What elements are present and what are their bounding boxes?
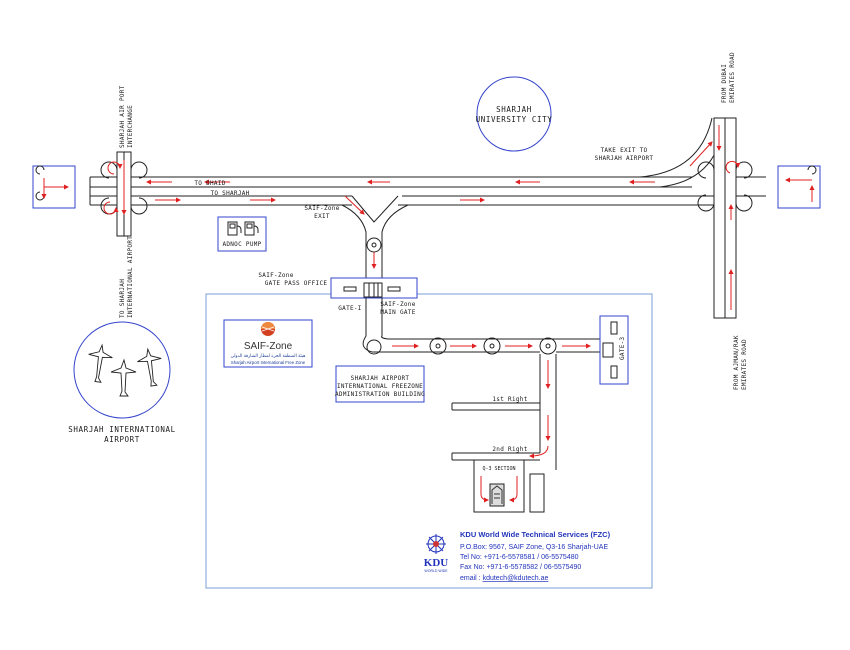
gate1-label: GATE-I	[338, 305, 362, 312]
gate-3	[599, 315, 629, 385]
adnoc-pump: ADNOC PUMP	[217, 216, 267, 252]
main-gate	[330, 277, 418, 299]
first-right-label: 1st Right	[492, 396, 527, 403]
interchange-label-2: INTERCHANGE	[127, 105, 134, 148]
roundabout-icon	[371, 242, 377, 248]
to-dhaid-label: TO DHAID	[194, 180, 225, 187]
gate3-label: GATE-3	[619, 336, 626, 360]
freezone-boundary	[205, 293, 653, 589]
gate-pass-label-1: SAIF-Zone	[258, 272, 293, 279]
to-airport-label-1: TO SHARJAH	[119, 279, 126, 318]
saif-logo-icon	[261, 322, 275, 336]
airport-label-1: SHARJAH INTERNATIONAL	[68, 425, 175, 434]
kdu-tel: Tel No: +971-6-5578581 / 06-5575480	[460, 554, 579, 561]
compass-rose-icon	[32, 165, 76, 209]
interchange-label-1: SHARJAH AIR PORT	[119, 85, 126, 148]
saif-exit-label-2: EXIT	[314, 213, 330, 220]
q3-section	[473, 459, 545, 513]
from-dubai-label-1: FROM DUBAI	[721, 64, 728, 103]
compass-rose-icon-east	[777, 165, 821, 209]
admin-building	[335, 365, 425, 403]
kdu-fax: Fax No: +971-6-5578582 / 06-5575490	[460, 564, 581, 571]
admin-label-2: INTERNATIONAL FREEZONE	[337, 383, 423, 390]
from-ajman-label-1: FROM AJMAN/RAK	[733, 335, 740, 390]
kdu-email-label: email :	[460, 575, 483, 582]
admin-label-1: SHARJAH AIRPORT	[351, 375, 410, 382]
take-exit-label-2: SHARJAH AIRPORT	[595, 155, 654, 162]
q3-section-label: Q-3 SECTION	[482, 466, 515, 472]
kdu-company: KDU World Wide Technical Services (FZC)	[460, 530, 611, 539]
kdu-logo-text: KDU	[424, 557, 449, 569]
to-airport-label-2: INTERNATIONAL AIRPORT	[127, 236, 134, 318]
kdu-logo: KDU WORLD WIDE	[424, 534, 449, 573]
university-circle	[476, 76, 552, 152]
fuel-pump-icon	[227, 221, 259, 236]
airplane-icon	[88, 343, 162, 397]
saif-exit-label-1: SAIF-Zone	[304, 205, 339, 212]
from-ajman-label-2: EMIRATES ROAD	[741, 339, 748, 390]
saif-logo-arabic: هيئة المنطقة الحرة لمطار الشارقة الدولي	[231, 354, 306, 359]
from-dubai-label-2: EMIRATES ROAD	[729, 52, 736, 103]
airport-label-2: AIRPORT	[104, 435, 140, 444]
to-sharjah-label: TO SHARJAH	[210, 190, 249, 197]
saif-logo-name: SAIF-Zone	[244, 341, 293, 352]
main-gate-label-1: SAIF-Zone	[380, 301, 415, 308]
saif-logo: SAIF-Zone هيئة المنطقة الحرة لمطار الشار…	[223, 319, 313, 368]
kdu-address: P.O.Box: 9567, SAIF Zone, Q3-16 Sharjah-…	[460, 544, 608, 551]
kdu-email-line: email : kdutech@kdutech.ae	[460, 575, 549, 582]
kdu-email-link[interactable]: kdutech@kdutech.ae	[483, 575, 549, 582]
saif-exit-road	[341, 195, 409, 280]
east-interchange	[697, 117, 766, 319]
gate-pass-label-2: GATE PASS OFFICE	[265, 280, 328, 287]
saif-logo-english: Sharjah Airport International Free Zone	[231, 360, 306, 365]
kdu-logo-sub: WORLD WIDE	[424, 569, 448, 573]
university-label-2: UNIVERSITY CITY	[476, 115, 553, 124]
freezone-road	[362, 298, 600, 470]
university-label-1: SHARJAH	[496, 105, 532, 114]
second-right-label: 2nd Right	[492, 446, 527, 453]
highway-arrows	[146, 141, 713, 215]
take-exit-label-1: TAKE EXIT TO	[601, 147, 648, 154]
main-gate-label-2: MAIN GATE	[380, 309, 415, 316]
west-interchange	[100, 151, 148, 237]
adnoc-label: ADNOC PUMP	[222, 241, 261, 248]
admin-label-3: ADMINISTRATION BUILDING	[335, 391, 425, 398]
